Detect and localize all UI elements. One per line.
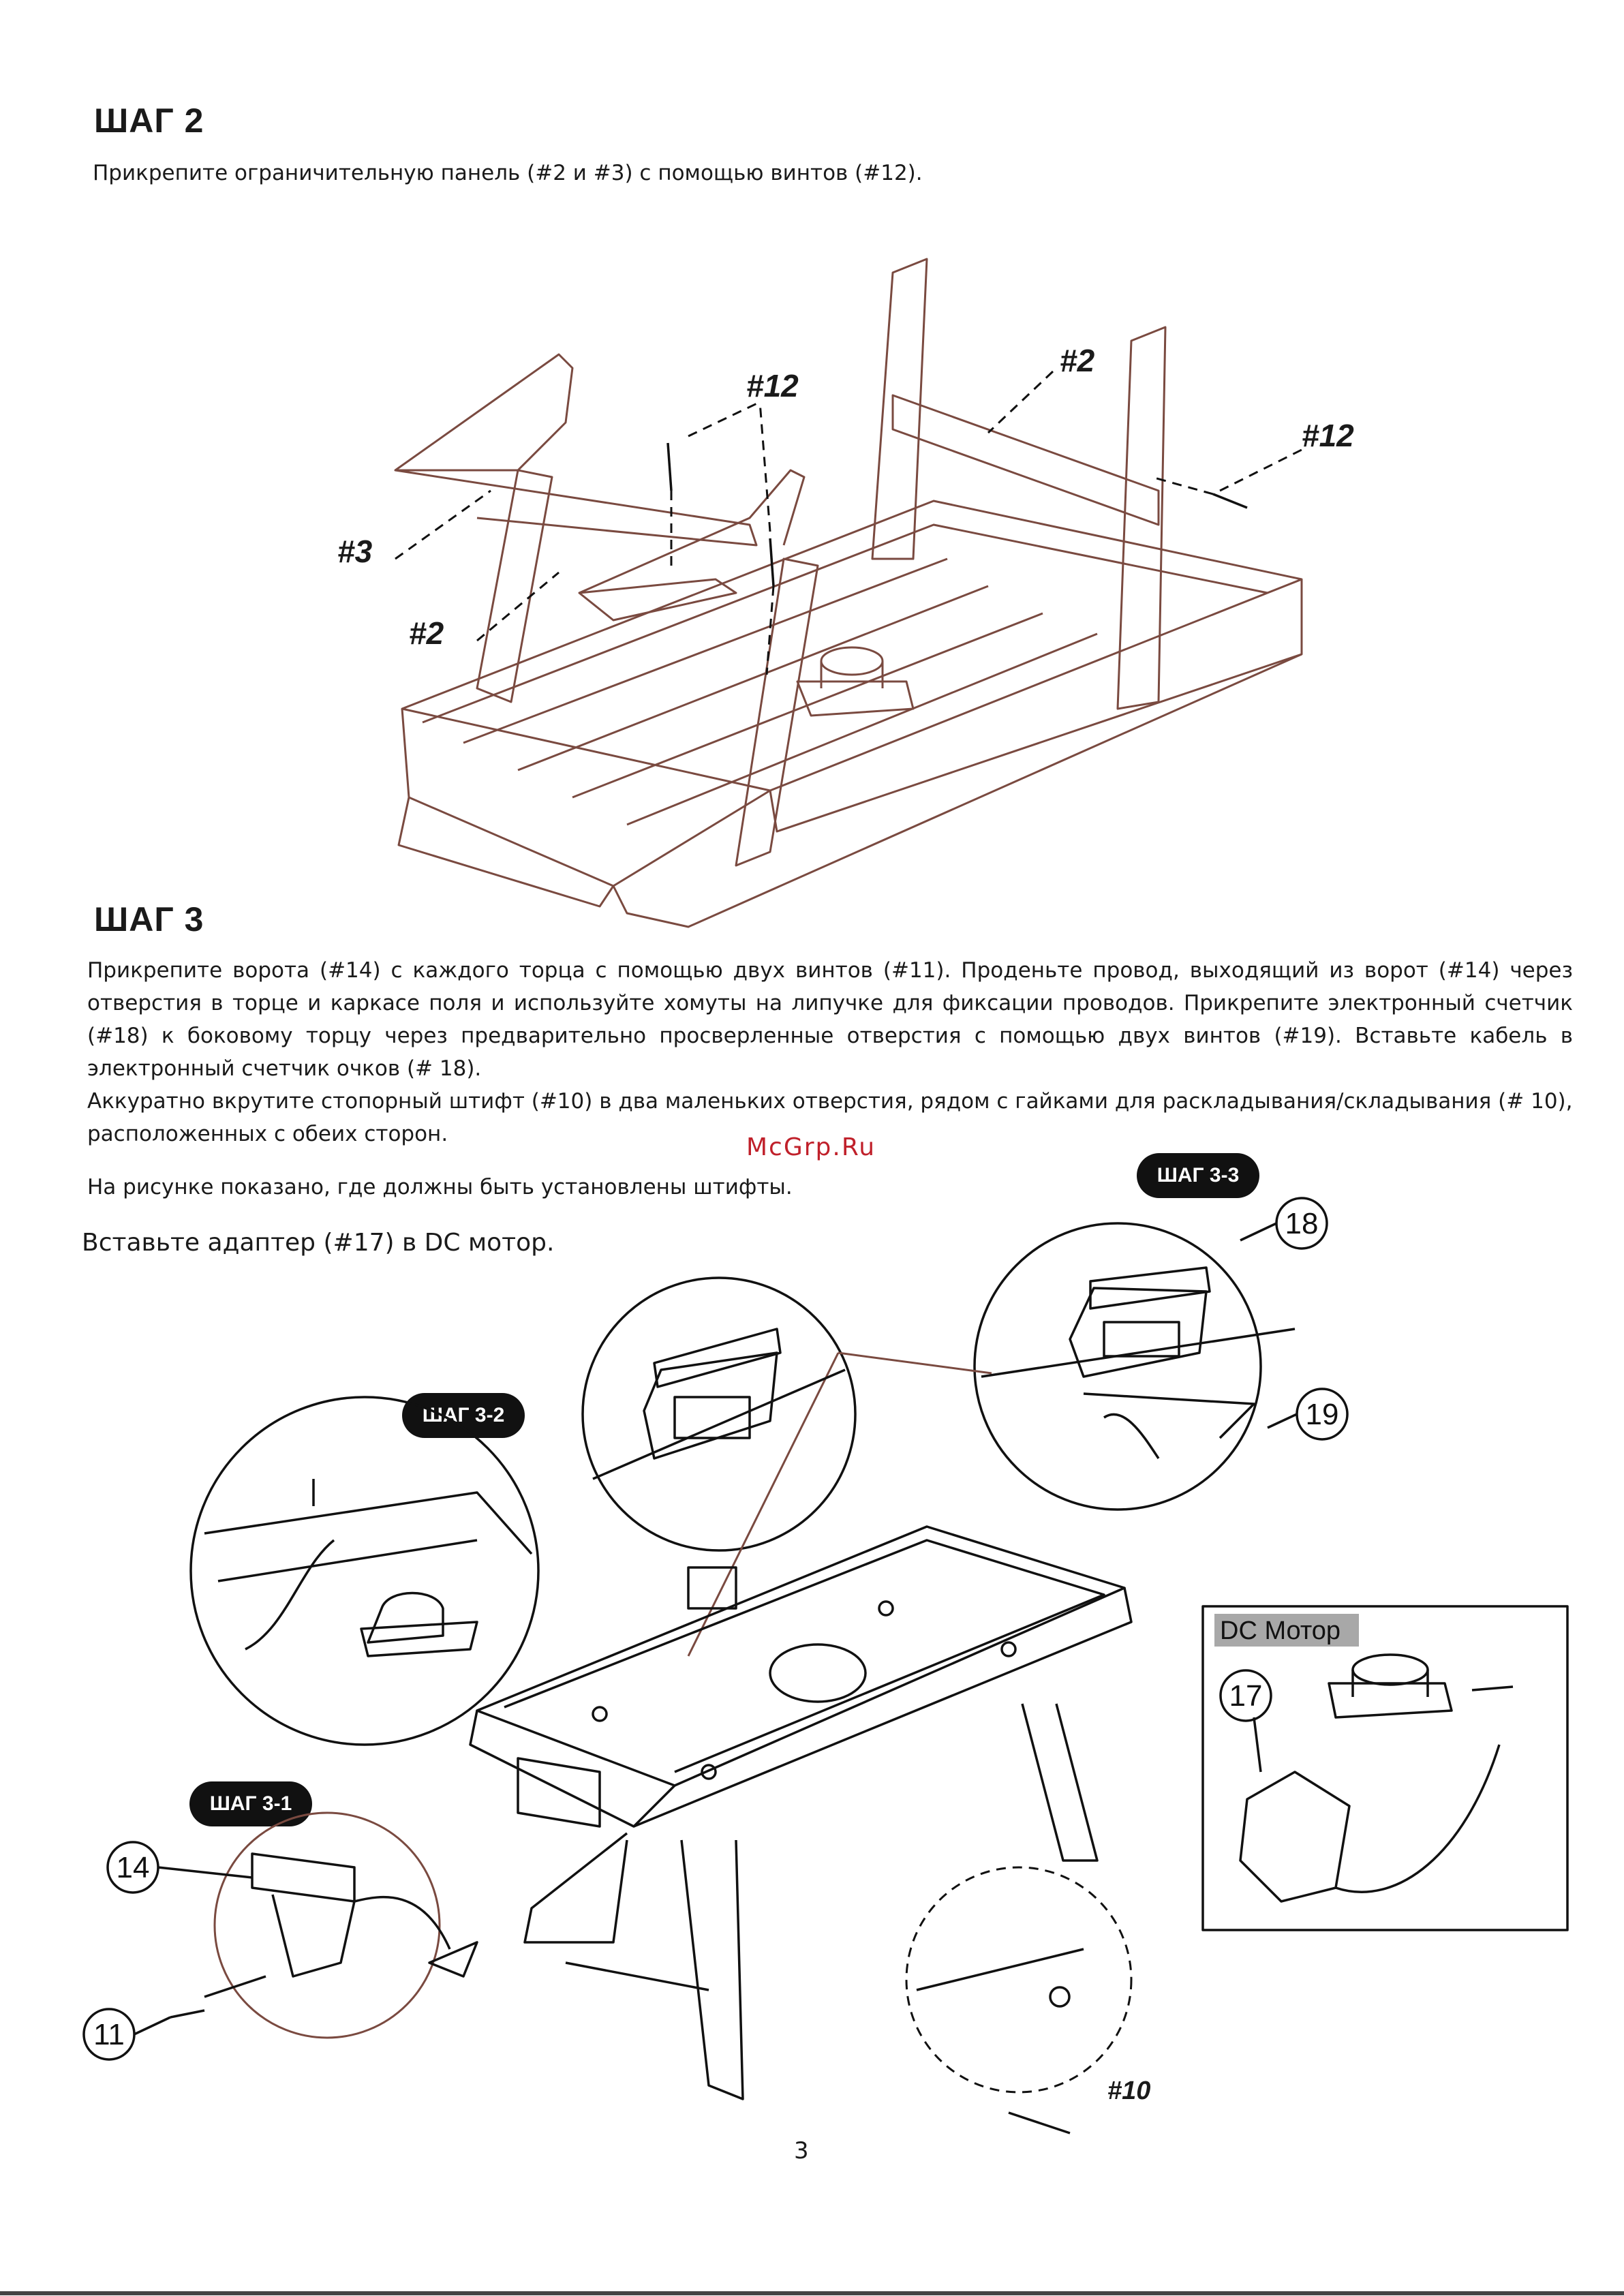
callout-pin-10: #10 — [1107, 2077, 1150, 2105]
callout-screw-12-right: #12 — [1302, 418, 1354, 453]
step2-instruction: Прикрепите ограничительную панель (#2 и … — [93, 161, 923, 185]
watermark: McGrp.Ru — [746, 1133, 876, 1161]
part-number-11: 11 — [93, 2018, 125, 2051]
part-number-18: 18 — [1285, 1207, 1319, 1240]
callout-panel-3: #3 — [337, 534, 373, 569]
step3-paragraph-1: Прикрепите ворота (#14) с каждого торца … — [87, 958, 1573, 1081]
label-step-3-3: ШАГ 3-3 — [1137, 1153, 1259, 1198]
step2-illustration: #12 #12 #2 #2 #3 — [337, 258, 1354, 928]
step3-paragraph-3: На рисунке показано, где должны быть уст… — [87, 1175, 793, 1199]
part-number-19: 19 — [1306, 1398, 1339, 1431]
page-number: 3 — [794, 2137, 809, 2164]
page-bottom-rule — [0, 2291, 1624, 2295]
step3-paragraph-4: Вставьте адаптер (#17) в DC мотор. — [82, 1229, 555, 1257]
step3-title: ШАГ 3 — [94, 900, 204, 938]
step3-illustration: #10 18 19 17 14 11 DC Мотор — [82, 1197, 1569, 2134]
part-number-17: 17 — [1229, 1679, 1263, 1713]
part-number-14: 14 — [117, 1851, 150, 1884]
label-step-3-2: ШАГ 3-2 — [402, 1393, 525, 1438]
step2-title: ШАГ 2 — [94, 102, 204, 140]
callout-panel-2-left: #2 — [409, 615, 444, 651]
callout-screw-12-top: #12 — [746, 368, 799, 403]
step3-paragraph-2: Аккуратно вкрутите стопорный штифт (#10)… — [87, 1089, 1573, 1146]
dc-motor-title: DC Мотор — [1220, 1617, 1340, 1645]
callout-panel-2-right: #2 — [1060, 343, 1095, 378]
